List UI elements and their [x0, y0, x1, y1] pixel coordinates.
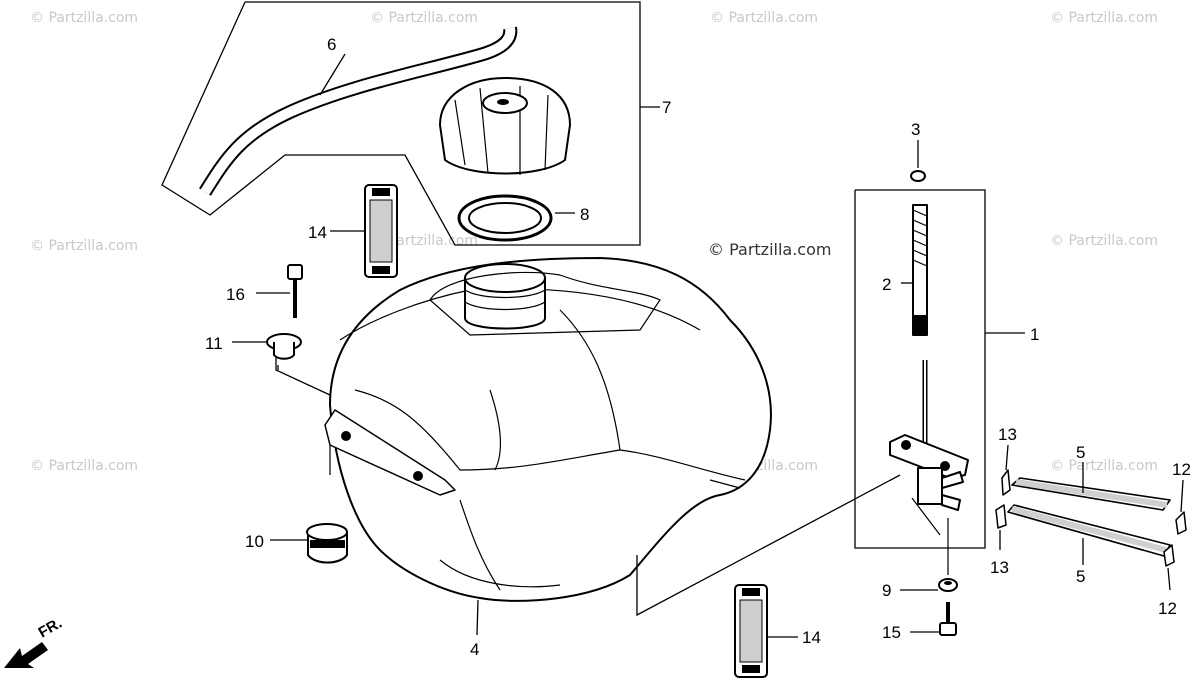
rubber-mount-10 [306, 523, 348, 564]
callout-3: 3 [911, 120, 920, 139]
rubber-strap-lower [734, 584, 768, 678]
front-direction-marker: FR. [4, 615, 65, 668]
callout-1: 1 [1030, 325, 1039, 344]
clip-13-lower [995, 504, 1007, 529]
nut-3 [910, 170, 926, 182]
watermark: © Partzilla.com [1050, 233, 1158, 249]
collar-11 [266, 333, 302, 360]
filler-cap [439, 77, 571, 175]
callout-12-lower: 12 [1158, 599, 1177, 618]
callout-7: 7 [662, 98, 671, 117]
callout-12-upper: 12 [1172, 460, 1191, 479]
tank-to-valve-line [636, 474, 901, 617]
washer-9 [938, 578, 958, 592]
fuel-tube-upper [1011, 477, 1171, 511]
callout-14-upper: 14 [308, 223, 327, 242]
callout-16: 16 [226, 285, 245, 304]
callout-10: 10 [245, 532, 264, 551]
clip-12-upper [1175, 511, 1187, 535]
callouts: 1 2 3 4 5 5 6 7 8 9 10 11 12 12 13 13 14… [205, 35, 1191, 659]
watermark: © Partzilla.com [1050, 10, 1158, 26]
watermark: © Partzilla.com [30, 10, 138, 26]
callout-13-lower: 13 [990, 558, 1009, 577]
callout-14-lower: 14 [802, 628, 821, 647]
watermark: © Partzilla.com [710, 10, 818, 26]
callout-9: 9 [882, 581, 891, 600]
callout-13-upper: 13 [998, 425, 1017, 444]
front-label: FR. [36, 615, 65, 642]
fuel-tank [324, 257, 772, 602]
watermark: © Partzilla.com [1050, 458, 1158, 474]
bolt-16 [287, 264, 303, 318]
callout-4: 4 [470, 640, 479, 659]
watermark: © Partzilla.com [370, 10, 478, 26]
cap-group-outline [161, 1, 641, 246]
leader-lines [232, 53, 1184, 638]
cap-gasket [457, 194, 553, 242]
fuel-cock-group-outline [854, 189, 986, 549]
watermark-prominent: © Partzilla.com [708, 240, 831, 259]
clip-13-upper [1001, 469, 1011, 496]
callout-5-upper: 5 [1076, 443, 1085, 462]
fuel-valve [889, 360, 969, 575]
breather-hose [199, 26, 518, 196]
callout-2: 2 [882, 275, 891, 294]
callout-5-lower: 5 [1076, 567, 1085, 586]
callout-6: 6 [327, 35, 336, 54]
collar-leader [275, 358, 331, 396]
filler-neck [429, 263, 661, 336]
screw-15 [939, 602, 957, 636]
clip-12-lower [1163, 544, 1175, 567]
fuel-tube-lower [1007, 504, 1171, 557]
callout-15: 15 [882, 623, 901, 642]
callout-8: 8 [580, 205, 589, 224]
fuel-strainer [912, 204, 928, 336]
rubber-strap-upper [364, 184, 398, 278]
watermark: © Partzilla.com [30, 458, 138, 474]
callout-11: 11 [205, 334, 223, 353]
watermark: © Partzilla.com [30, 238, 138, 254]
